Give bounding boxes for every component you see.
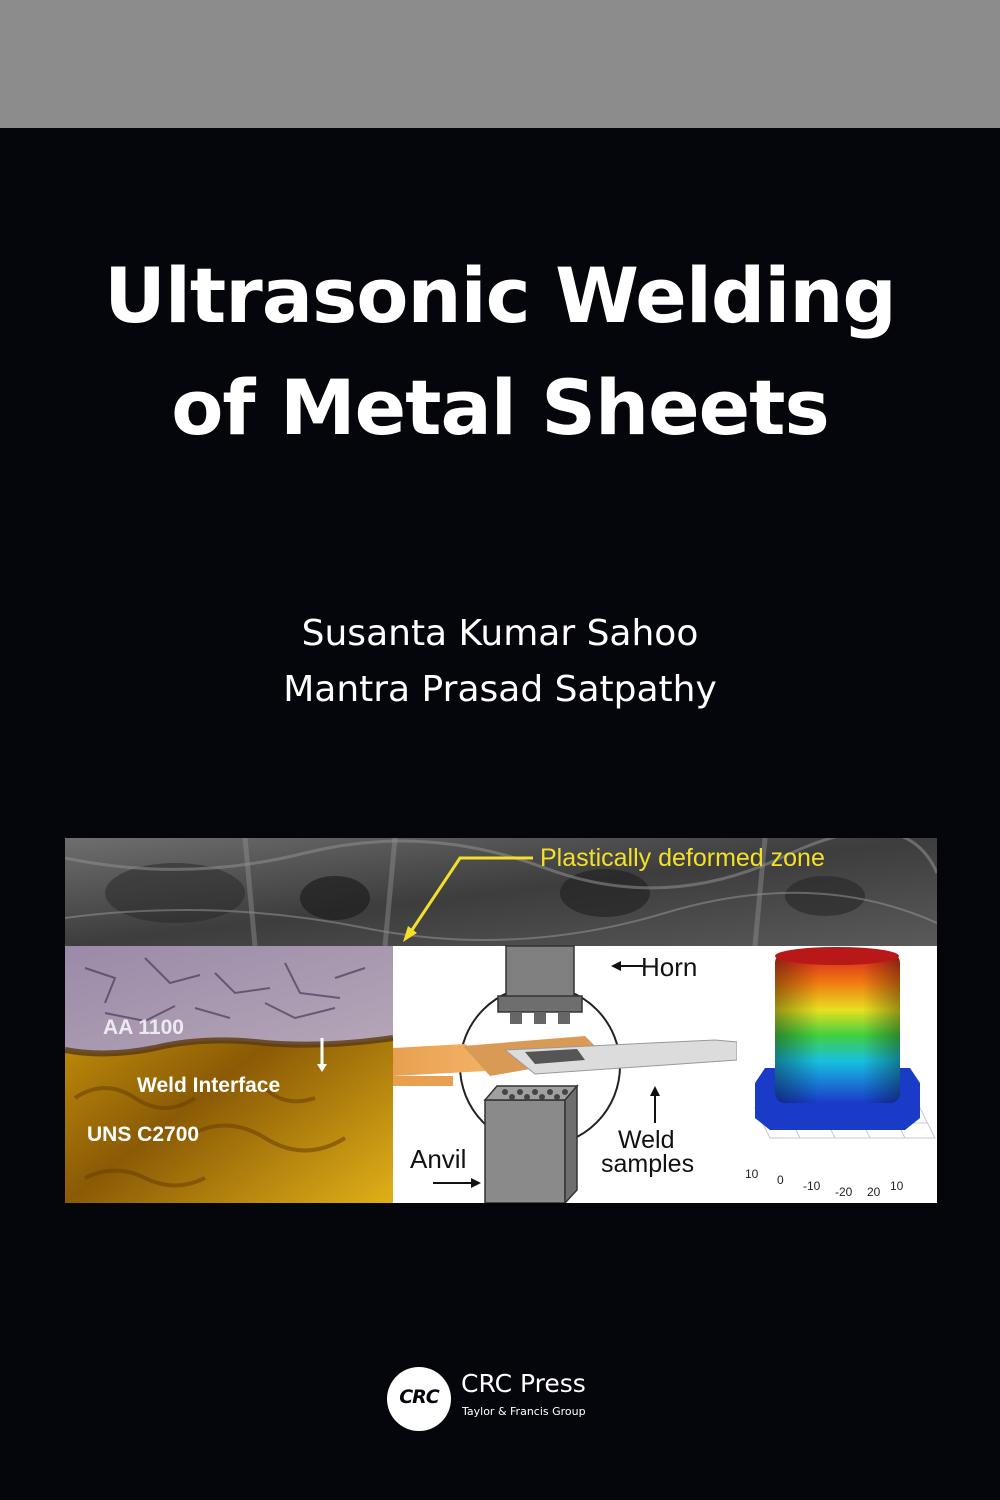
fem-tick-labels: 10 0 -10 -20 20 10: [745, 1167, 904, 1199]
label-samples: samples: [601, 1150, 694, 1178]
fem-tick-5: 20: [867, 1185, 881, 1199]
fem-tick-2: 0: [777, 1173, 784, 1187]
crc-logo: CRC: [387, 1367, 451, 1431]
fem-tick-6: 10: [890, 1179, 904, 1193]
label-horn: Horn: [641, 952, 697, 982]
micrograph: AA 1100 Weld Interface UNS C2700: [65, 946, 394, 1203]
label-anvil: Anvil: [410, 1144, 466, 1174]
sem-image: [65, 838, 937, 947]
label-weld: Weld: [618, 1126, 675, 1154]
author-1: Susanta Kumar Sahoo: [301, 613, 699, 654]
fem-tick-4: -20: [835, 1185, 853, 1199]
cover-figure-graphic: Plastically deformed zone AA 1100 Weld I…: [65, 838, 937, 1203]
fem-tick-3: -10: [803, 1179, 821, 1193]
crc-logo-text: CRC: [399, 1386, 440, 1408]
micro-label-aa1100: AA 1100: [103, 1016, 184, 1039]
title-line-2: of Metal Sheets: [171, 363, 830, 452]
top-band: [0, 0, 1000, 128]
fem-tick-1: 10: [745, 1167, 759, 1181]
book-title: Ultrasonic Welding of Metal Sheets: [0, 240, 1000, 464]
micro-label-weld-interface: Weld Interface: [137, 1074, 280, 1097]
zone-label: Plastically deformed zone: [540, 844, 825, 872]
zone-annotation: Plastically deformed zone: [403, 844, 825, 942]
title-line-1: Ultrasonic Welding: [104, 251, 897, 340]
fem-render: 10 0 -10 -20 20 10: [737, 946, 937, 1203]
publisher-subtitle: Taylor & Francis Group: [462, 1405, 586, 1418]
micro-label-uns-c2700: UNS C2700: [87, 1123, 199, 1146]
publisher: CRC CRC Press Taylor & Francis Group: [387, 1367, 627, 1433]
publisher-name: CRC Press: [461, 1369, 586, 1398]
cover-figure: Plastically deformed zone AA 1100 Weld I…: [65, 838, 937, 1203]
weld-schematic: Horn Anvil Weld samples: [393, 945, 738, 1203]
authors: Susanta Kumar Sahoo Mantra Prasad Satpat…: [0, 606, 1000, 718]
author-2: Mantra Prasad Satpathy: [283, 669, 717, 710]
